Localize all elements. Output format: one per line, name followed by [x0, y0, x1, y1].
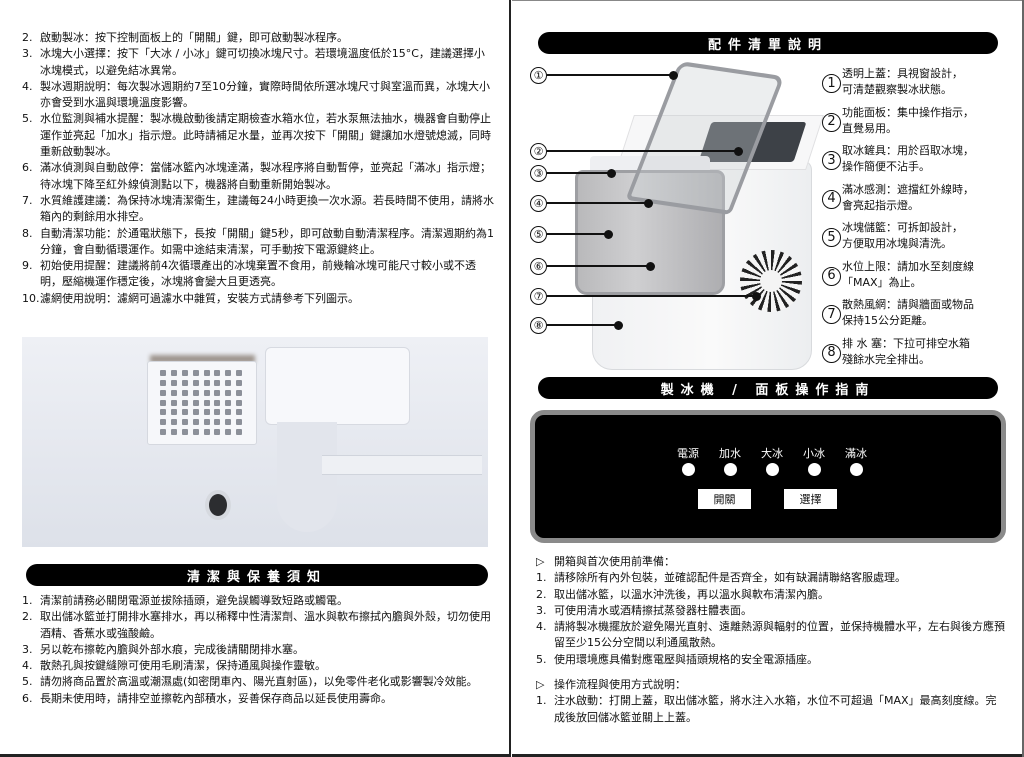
ice-maker-diagram: ① ② ③ ④ ⑤ ⑥ ⑦ ⑧ [530, 60, 824, 375]
led-icon [723, 463, 737, 476]
list-item: 3.可使用清水或酒精擦拭蒸發器柱體表面。 [536, 603, 752, 617]
indicator-add-water: 加水 [719, 445, 741, 476]
prep-heading: ▷開箱與首次使用前準備： [536, 554, 1006, 570]
pump-housing [265, 347, 410, 425]
triangle-bullet-icon: ▷ [536, 678, 545, 691]
indicator-large-ice: 大冰 [761, 445, 783, 476]
select-button: 選擇 [784, 489, 837, 509]
ice-basket [575, 170, 725, 295]
cleaning-list: 1.清潔前請務必關閉電源並拔除插頭，避免誤觸導致短路或觸電。 2.取出儲冰籃並打… [22, 593, 494, 707]
led-icon [807, 463, 821, 476]
led-icon [765, 463, 779, 476]
list-item: 8.自動清潔功能：於通電狀態下，長按「開關」鍵5秒，即可啟動自動清潔程序。清潔週… [22, 226, 494, 256]
parts-banner: 配件清單說明 [538, 32, 998, 54]
list-item: 6.長期未使用時，請排空並擦乾內部積水，妥善保存商品以延長使用壽命。 [22, 691, 392, 705]
callout-1: ① [530, 66, 678, 84]
list-item: 4.請將製冰機擺放於避免陽光直射、遠離熱源與輻射的位置，並保持機體水平，左右與後… [536, 620, 1005, 650]
indicator-power: 電源 [677, 445, 699, 476]
control-panel-illustration: 電源 加水 大冰 小冰 滿冰 開關 選擇 [530, 410, 1006, 543]
callout-8: ⑧ [530, 316, 623, 334]
callout-6: ⑥ [530, 257, 655, 275]
list-item: 1.清潔前請務必關閉電源並拔除插頭，避免誤觸導致短路或觸電。 [22, 594, 348, 607]
list-item: 2.取出儲冰籃並打開排水塞排水，再以稀釋中性清潔劑、溫水與軟布擦拭內膽與外殼，切… [22, 610, 491, 640]
callout-3: ③ [530, 164, 616, 182]
left-page: 2.啟動製冰：按下控制面板上的「開關」鍵，即可啟動製冰程序。 3.冰塊大小選擇：… [0, 0, 511, 757]
list-item: 4.散熱孔與按鍵縫隙可使用毛刷清潔，保持通風與操作靈敏。 [22, 659, 326, 673]
callout-7: ⑦ [530, 287, 761, 305]
list-item: 5.水位監測與補水提醒：製冰機啟動後請定期檢查水箱水位，若水泵無法抽水，機器會自… [22, 112, 491, 159]
indicator-row: 電源 加水 大冰 小冰 滿冰 [677, 445, 867, 476]
list-item: 10.濾網使用說明：濾網可過濾水中雜質，安裝方式請參考下列圖示。 [22, 291, 359, 305]
callout-2: ② [530, 142, 743, 160]
list-item: 6.滿冰偵測與自動啟停：當儲冰籃內冰塊達滿，製冰程序將自動暫停，並亮起「滿冰」指… [22, 161, 491, 191]
led-icon [849, 463, 863, 476]
cleaning-banner: 清潔與保養須知 [26, 564, 488, 586]
list-item: 7.水質維護建議：為保持冰塊清潔衛生，建議每24小時更換一次水源。若長時間不使用… [22, 193, 494, 224]
list-item: 3.另以乾布擦乾內膽與外部水痕，完成後請關閉排水塞。 [22, 642, 304, 656]
list-item: 1.注水啟動：打開上蓋，取出儲冰籃，將水注入水箱，水位不可超過「MAX」最高刻度… [536, 694, 997, 724]
list-item: 2.取出儲冰籃，以溫水沖洗後，再以溫水與軟布清潔內膽。 [536, 587, 829, 601]
list-item: 5.使用環境應具備對應電壓與插頭規格的安全電源插座。 [536, 652, 818, 666]
power-button: 開關 [698, 489, 751, 509]
list-item: 1.請移除所有內外包裝，並確認配件是否齊全，如有缺漏請聯絡客服處理。 [536, 571, 906, 585]
callout-5: ⑤ [530, 225, 613, 243]
led-icon [681, 463, 695, 476]
indicator-ice-full: 滿冰 [845, 445, 867, 476]
list-item: 5.請勿將商品置於高溫或潮濕處(如密閉車內、陽光直射區)，以免零件老化或影響製冷… [22, 675, 478, 689]
list-item: 4.製冰週期說明：每次製冰週期約7至10分鐘，實際時間依所選冰塊尺寸與室溫而異，… [22, 79, 490, 110]
vent-fan-icon [740, 250, 802, 312]
page-bottom-border [0, 754, 509, 757]
list-item: 2.啟動製冰：按下控制面板上的「開關」鍵，即可啟動製冰程序。 [22, 31, 348, 44]
filter-installation-photo [22, 337, 488, 547]
prep-section: ▷開箱與首次使用前準備： 1.請移除所有內外包裝，並確認配件是否齊全，如有缺漏請… [536, 554, 1006, 668]
list-item: 9.初始使用提醒：建議將前4次循環產出的冰塊棄置不食用，前幾輪冰塊可能尺寸較小或… [22, 259, 476, 289]
flow-heading: ▷操作流程與使用方式說明： [536, 677, 1006, 693]
page-bottom-border [512, 754, 1022, 757]
panel-guide-banner: 製冰機 / 面板操作指南 [538, 377, 998, 399]
indicator-small-ice: 小冰 [803, 445, 825, 476]
list-item: 3.冰塊大小選擇：按下「大冰 / 小冰」鍵可切換冰塊尺寸。若環境溫度低於15°C… [22, 47, 485, 77]
callout-4: ④ [530, 194, 653, 212]
usage-instructions-list: 2.啟動製冰：按下控制面板上的「開關」鍵，即可啟動製冰程序。 3.冰塊大小選擇：… [22, 30, 494, 307]
drain-hole [205, 490, 231, 520]
operation-flow-section: ▷操作流程與使用方式說明： 1.注水啟動：打開上蓋，取出儲冰籃，將水注入水箱，水… [536, 677, 1006, 726]
filter-mesh [147, 361, 257, 445]
triangle-bullet-icon: ▷ [536, 555, 545, 568]
